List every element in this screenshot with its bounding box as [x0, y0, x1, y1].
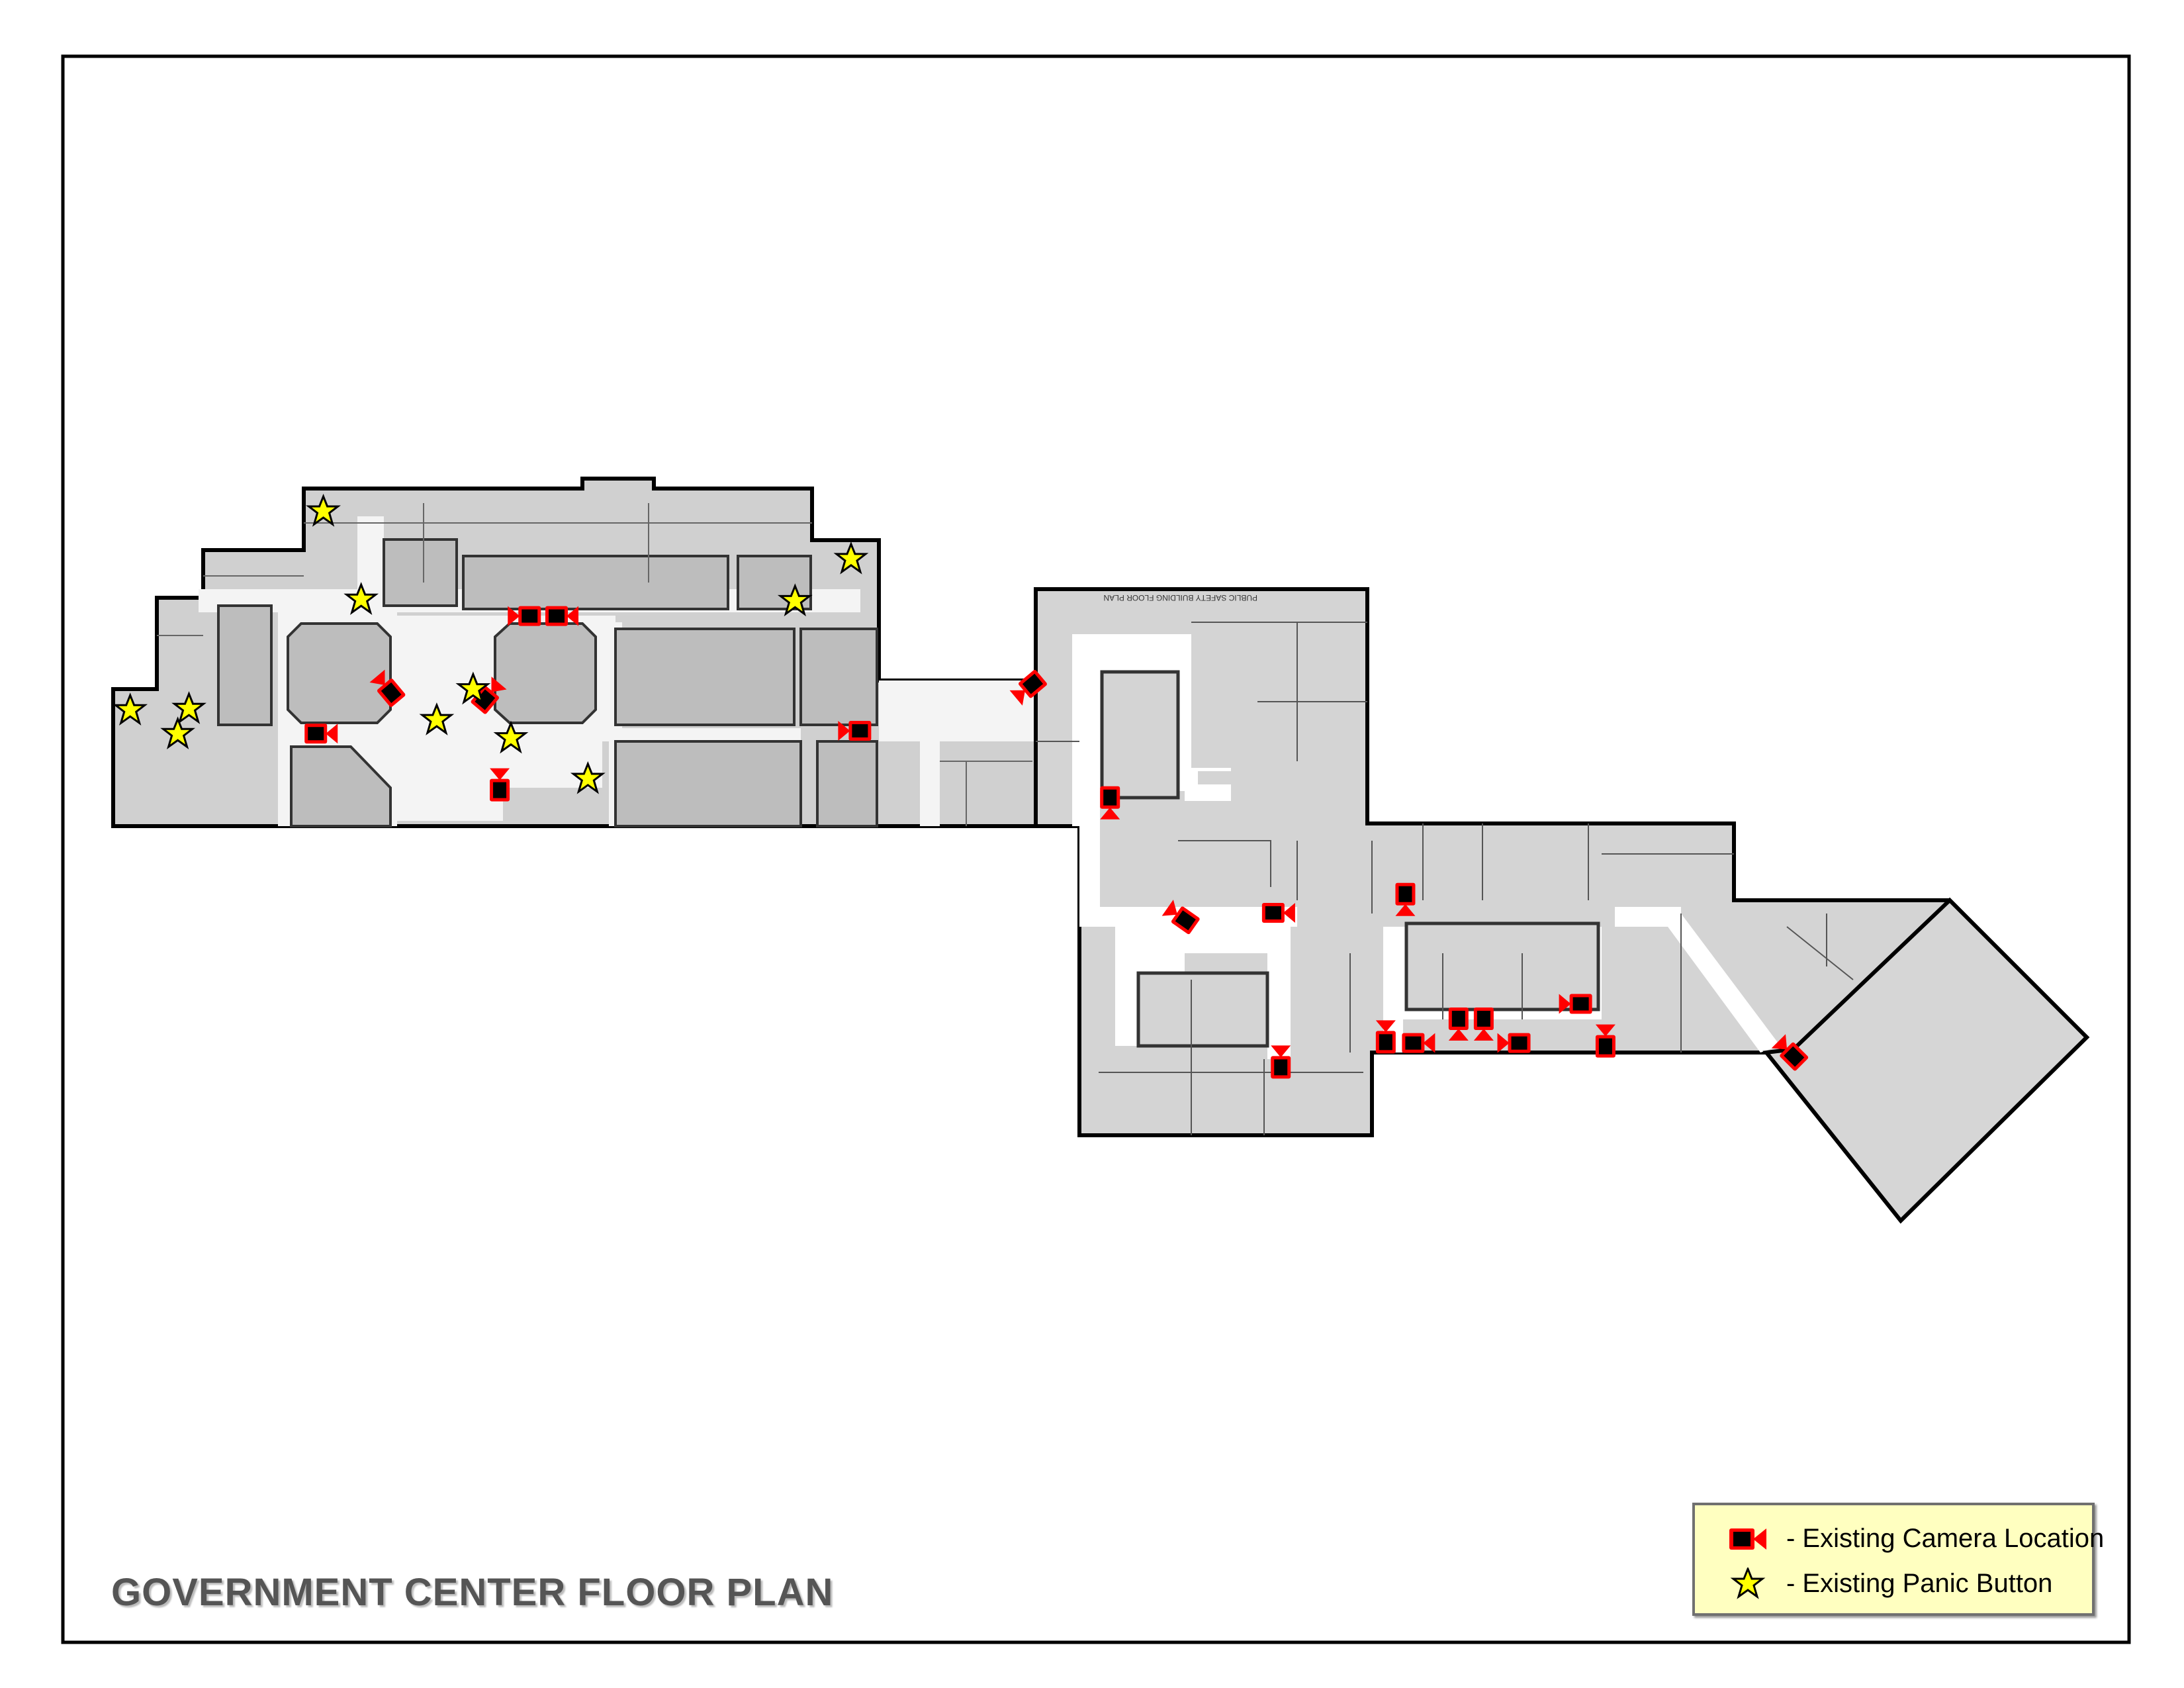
camera-marker — [1100, 786, 1120, 820]
panic-button-marker — [343, 582, 379, 615]
camera-marker — [545, 606, 578, 626]
legend-camera-label: - Existing Camera Location — [1786, 1524, 2105, 1553]
legend-panic-label: - Existing Panic Button — [1786, 1568, 2053, 1598]
panic-button-marker — [419, 702, 455, 735]
public-safety-building: PUBLIC SAFETY BUILDING FLOOR PLAN — [1034, 587, 2090, 1224]
camera-marker — [1771, 1034, 1809, 1071]
star-icon — [1730, 1568, 1766, 1599]
page-frame — [61, 54, 2131, 1644]
panic-button-marker — [570, 761, 606, 794]
panic-button-marker — [113, 692, 148, 726]
legend-camera-row: - Existing Camera Location — [1728, 1524, 2104, 1554]
legend: - Existing Camera Location - Existing Pa… — [1692, 1503, 2104, 1616]
camera-marker — [1497, 1033, 1531, 1053]
camera-icon — [1729, 1528, 1766, 1550]
camera-marker — [1559, 994, 1592, 1014]
svg-text:PUBLIC SAFETY BUILDING FLOOR P: PUBLIC SAFETY BUILDING FLOOR PLAN — [1103, 593, 1257, 602]
panic-button-marker — [777, 583, 813, 617]
camera-marker — [1161, 900, 1200, 935]
camera-marker — [490, 768, 510, 802]
camera-marker — [304, 724, 338, 744]
camera-marker — [508, 606, 541, 626]
map-title: GOVERNMENT CENTER FLOOR PLAN — [111, 1571, 834, 1614]
legend-panic-row: - Existing Panic Button — [1728, 1568, 2052, 1599]
panic-button-marker — [160, 716, 196, 750]
camera-marker — [471, 677, 507, 714]
camera-marker — [1271, 1045, 1291, 1079]
camera-marker — [838, 721, 872, 741]
camera-marker — [1375, 1020, 1396, 1054]
panic-button-marker — [455, 671, 491, 705]
panic-button-marker — [171, 691, 206, 724]
camera-marker — [1595, 1024, 1615, 1058]
camera-marker — [369, 669, 406, 707]
camera-marker — [1261, 902, 1295, 923]
camera-marker — [1473, 1007, 1494, 1041]
camera-marker — [1402, 1033, 1435, 1053]
panic-button-marker — [833, 541, 869, 575]
camera-marker — [1448, 1007, 1469, 1041]
panic-button-marker — [493, 720, 529, 754]
panic-button-marker — [306, 493, 341, 527]
camera-marker — [1009, 669, 1047, 706]
camera-marker — [1395, 882, 1416, 916]
